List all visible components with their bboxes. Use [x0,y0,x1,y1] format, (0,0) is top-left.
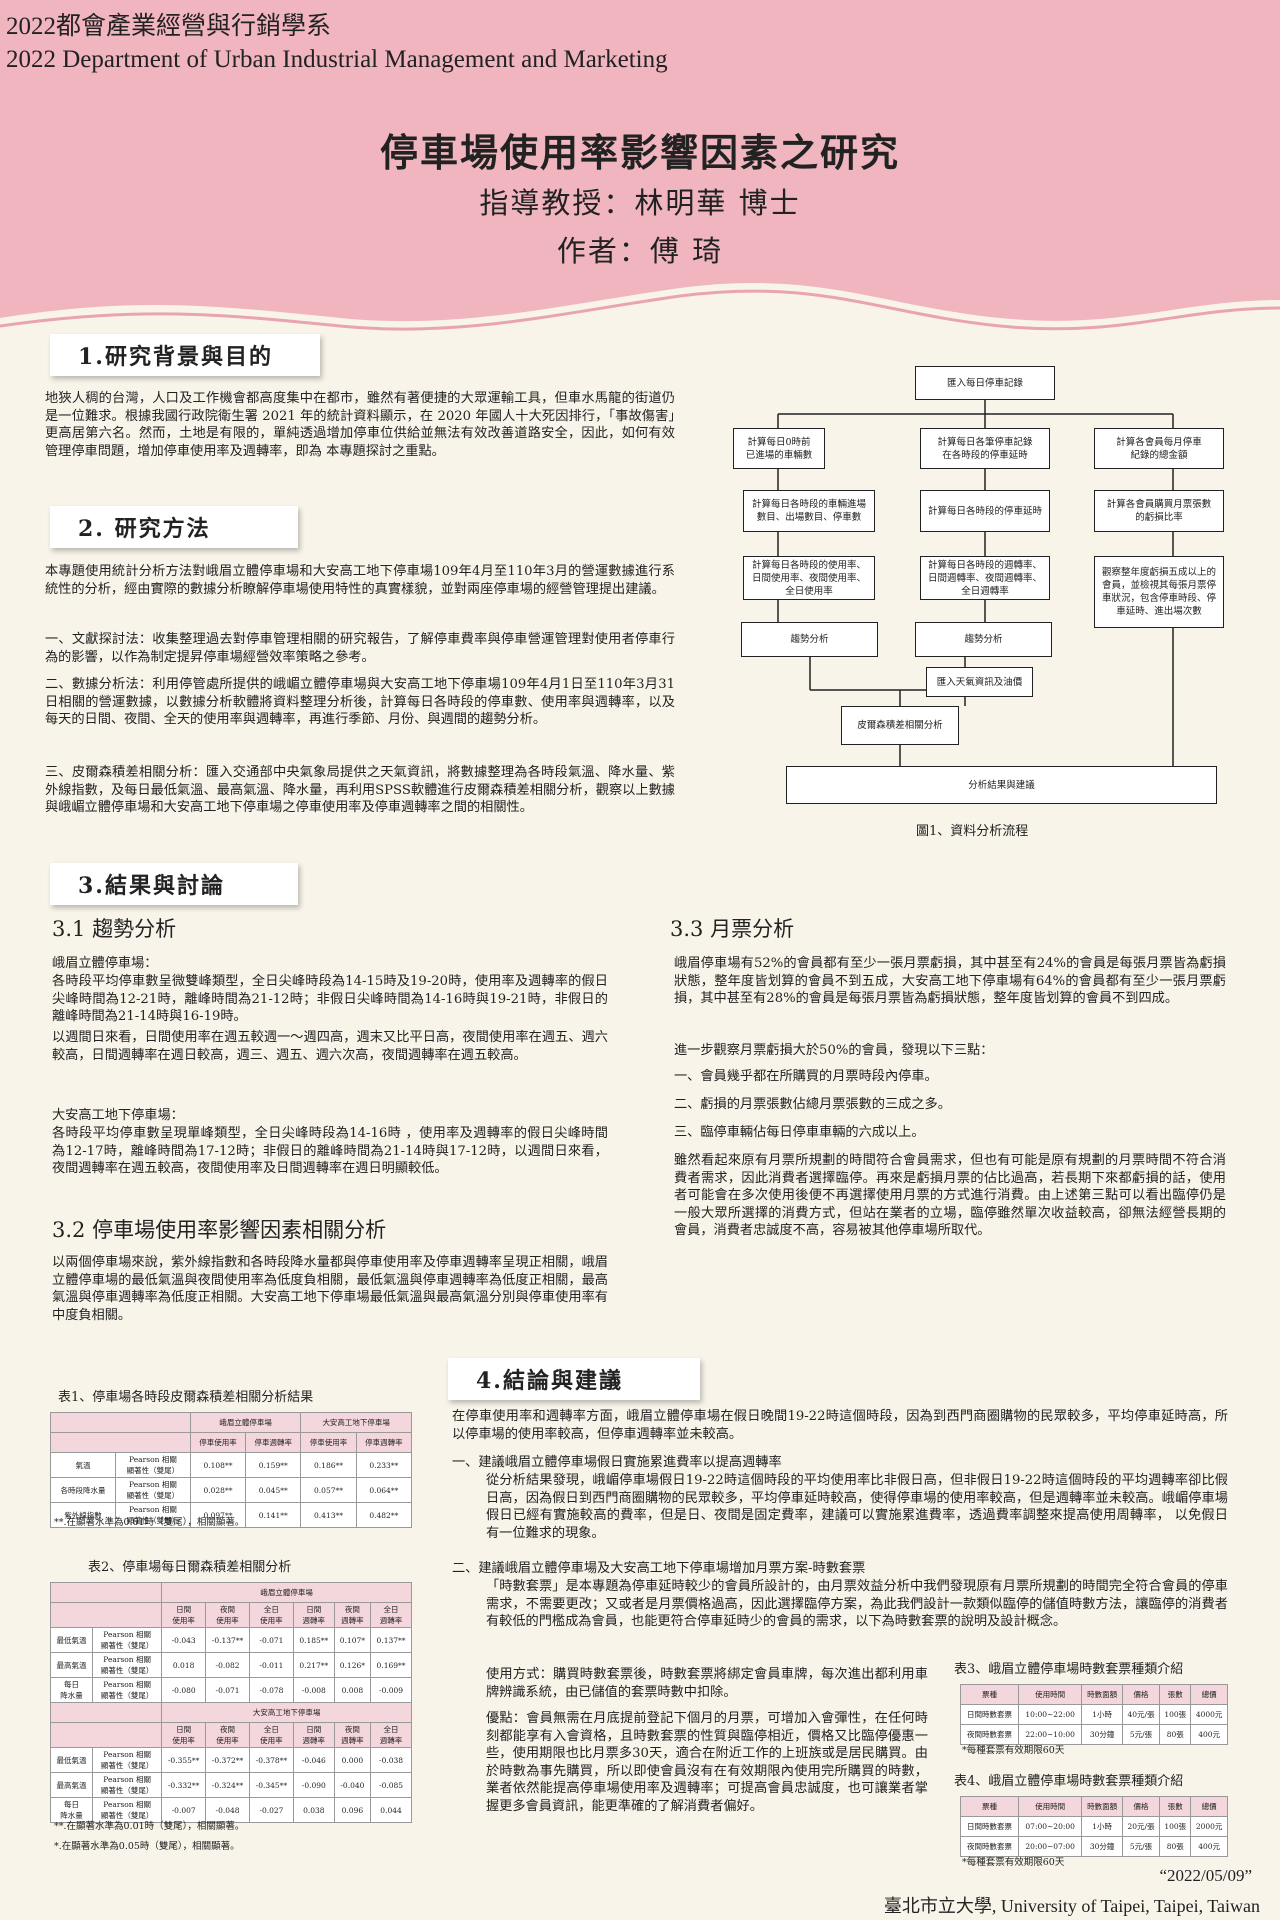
table-3-caption: 表3、峨眉立體停車場時數套票種類介紹 [954,1662,1184,1677]
section-4-heading: 4.結論與建議 [448,1358,700,1400]
recommendation-1-body: 從分析結果發現，峨嵋停車場假日19-22時這個時段的平均使用率比非假日高，但非假… [486,1473,1228,1541]
recommendation-2-body: 「時數套票」是本專題為停車延時較少的會員所設計的，由月票效益分析中我們發現原有月… [486,1579,1228,1629]
usage-text: 使用方式：購買時數套票後，時數套票將綁定會員車牌，每次進出都利用車牌辨識系統，由… [486,1667,928,1700]
table-2-note-2: *.在顯著水準為0.05時（雙尾），相關顯著。 [54,1841,240,1852]
flow-node-b2: 計算每日各時段的停車延時 [920,490,1050,532]
author: 作者：傅 琦 [556,234,724,268]
flow-node-a4-trend: 趨勢分析 [741,622,878,657]
t1-group-1: 峨眉立體停車場 [189,1412,302,1433]
emei-title: 峨眉立體停車場： [52,956,158,971]
flow-node-b3: 計算每日各時段的週轉率、 日間週轉率、夜間週轉率、 全日週轉率 [920,556,1050,600]
dept-name-zh: 2022都會產業經營與行銷學系 [6,13,332,40]
section-3-heading: 3.結果與討論 [50,863,298,905]
university: 臺北市立大學, University of Taipei, Taipei, Ta… [883,1896,1260,1916]
flow-node-a1: 計算每日0時前 已進場的車輛數 [733,428,825,469]
flow-node-b4-trend: 趨勢分析 [915,622,1052,657]
section-2-heading: 2. 研究方法 [50,506,298,548]
dept-name-en: 2022 Department of Urban Industrial Mana… [6,46,668,73]
table-2: 峨眉立體停車場 日間 使用率夜間 使用率全日 使用率日間 週轉率夜間 週轉率全日… [49,1582,412,1823]
table-4-note: *每種套票有效期限60天 [962,1857,1065,1868]
table-2-caption: 表2、停車場每日爾森積差相關分析 [88,1560,292,1575]
section-2-intro: 本專題使用統計分析方法對峨眉立體停車場和大安高工地下停車場109年4月至110年… [45,564,675,597]
section-1-body: 地狹人稠的台灣，人口及工作機會都高度集中在都市，雖然有著便捷的大眾運輸工具，但車… [45,391,675,459]
recommendation-2-title: 二、建議峨眉立體停車場及大安高工地下停車場增加月票方案-時數套票 [452,1561,866,1576]
merit-text: 優點：會員無需在月底提前登記下個月的月票，可增加入會彈性，在任何時刻都能享有入會… [486,1711,928,1814]
section-3-3-discussion: 雖然看起來原有月票所規劃的時間符合會員需求，但也有可能是原有規劃的月票時間不符合… [674,1153,1226,1238]
flowchart-connectors [777,400,1174,766]
t1-col: 停車週轉率 [355,1432,413,1453]
flow-node-a2: 計算每日各時段的車輛進場 數目、出場數目、停車數 [743,490,875,532]
t1-col: 停車週轉率 [245,1432,302,1453]
flow-node-c3: 觀察整年度虧損五成以上的 會員，並檢視其每張月票停 車狀況，包含停車時段、停 車… [1094,556,1224,628]
table-2-note-1: **.在顯著水準為0.01時（雙尾），相關顯著。 [54,1821,245,1832]
section-1-heading: 1.研究背景與目的 [50,334,320,376]
heading-3-3: 3.3 月票分析 [670,917,795,941]
heading-3-1: 3.1 趨勢分析 [52,917,177,941]
figure-1-caption: 圖1、資料分析流程 [916,824,1029,839]
flow-node-pearson: 皮爾森積差相關分析 [841,706,959,745]
table-1: 峨眉立體停車場大安高工地下停車場 停車使用率停車週轉率停車使用率停車週轉率 氣溫… [49,1412,413,1528]
advisor: 指導教授：林明華 博士 [479,186,801,220]
flow-node-b1: 計算每日各筆停車記錄 在各時段的停車延時 [920,428,1050,469]
flow-node-weather: 匯入天氣資訊及油價 [926,667,1033,697]
t1-col: 停車使用率 [300,1432,357,1453]
header-background [0,0,1280,331]
flow-node-c1: 計算各會員每月停車 紀錄的總金額 [1094,428,1224,469]
section-3-3-body: 峨眉停車場有52%的會員都有至少一張月票虧損，其中甚至有24%的會員是每張月票皆… [674,956,1226,1006]
heading-3-2: 3.2 停車場使用率影響因素相關分析 [52,1218,387,1242]
table-1-note: **.在顯著水準為0.01時（雙尾），相關顯著。 [54,1517,245,1528]
flow-node-c2: 計算各會員購買月票張數 的虧損比率 [1094,490,1224,532]
daan-body: 各時段平均停車數呈現單峰類型，全日尖峰時段為14-16時 ，使用率及週轉率的假日… [52,1126,608,1176]
flow-node-a3: 計算每日各時段的使用率、 日間使用率、夜間使用率、 全日使用率 [743,556,875,600]
finding-1: 一、會員幾乎都在所購買的月票時段內停車。 [674,1069,938,1084]
flow-node-result: 分析結果與建議 [786,766,1217,804]
t1-group-2: 大安高工地下停車場 [300,1412,412,1433]
table-4-caption: 表4、峨眉立體停車場時數套票種類介紹 [954,1774,1184,1789]
section-3-3-lead: 進一步觀察月票虧損大於50%的會員，發現以下三點： [674,1043,994,1058]
section-4-intro: 在停車使用率和週轉率方面，峨眉立體停車場在假日晚間19-22時這個時段，因為到西… [452,1409,1228,1442]
table-3-note: *每種套票有效期限60天 [962,1745,1065,1756]
method-3: 三、皮爾森積差相關分析：匯入交通部中央氣象局提供之天氣資訊，將數據整理為各時段氣… [45,765,675,815]
method-1: 一、文獻探討法：收集整理過去對停車管理相關的研究報告，了解停車費率與停車營運管理… [45,632,675,665]
finding-3: 三、臨停車輛佔每日停車車輛的六成以上。 [674,1125,925,1140]
poster-date: “2022/05/09” [1159,1866,1252,1885]
daan-title: 大安高工地下停車場： [52,1108,184,1123]
table-1-caption: 表1、停車場各時段皮爾森積差相關分析結果 [58,1390,314,1405]
poster-title: 停車場使用率影響因素之研究 [379,130,900,175]
flow-node-import-records: 匯入每日停車記錄 [915,366,1055,400]
finding-2: 二、虧損的月票張數佔總月票張數的三成之多。 [674,1097,951,1112]
section-3-2-body: 以兩個停車場來說，紫外線指數和各時段降水量都與停車使用率及停車週轉率呈現正相關，… [52,1255,608,1323]
emei-body: 各時段平均停車數呈微雙峰類型，全日尖峰時段為14-15時及19-20時，使用率及… [52,974,608,1024]
recommendation-1-title: 一、建議峨眉立體停車場假日實施累進費率以提高週轉率 [452,1455,782,1470]
emei-body-2: 以週間日來看，日間使用率在週五較週一～週四高，週末又比平日高，夜間使用率在週五、… [52,1030,608,1063]
t1-col: 停車使用率 [189,1432,247,1453]
method-2: 二、數據分析法：利用停管處所提供的峨嵋立體停車場與大安高工地下停車場109年4月… [45,677,675,727]
